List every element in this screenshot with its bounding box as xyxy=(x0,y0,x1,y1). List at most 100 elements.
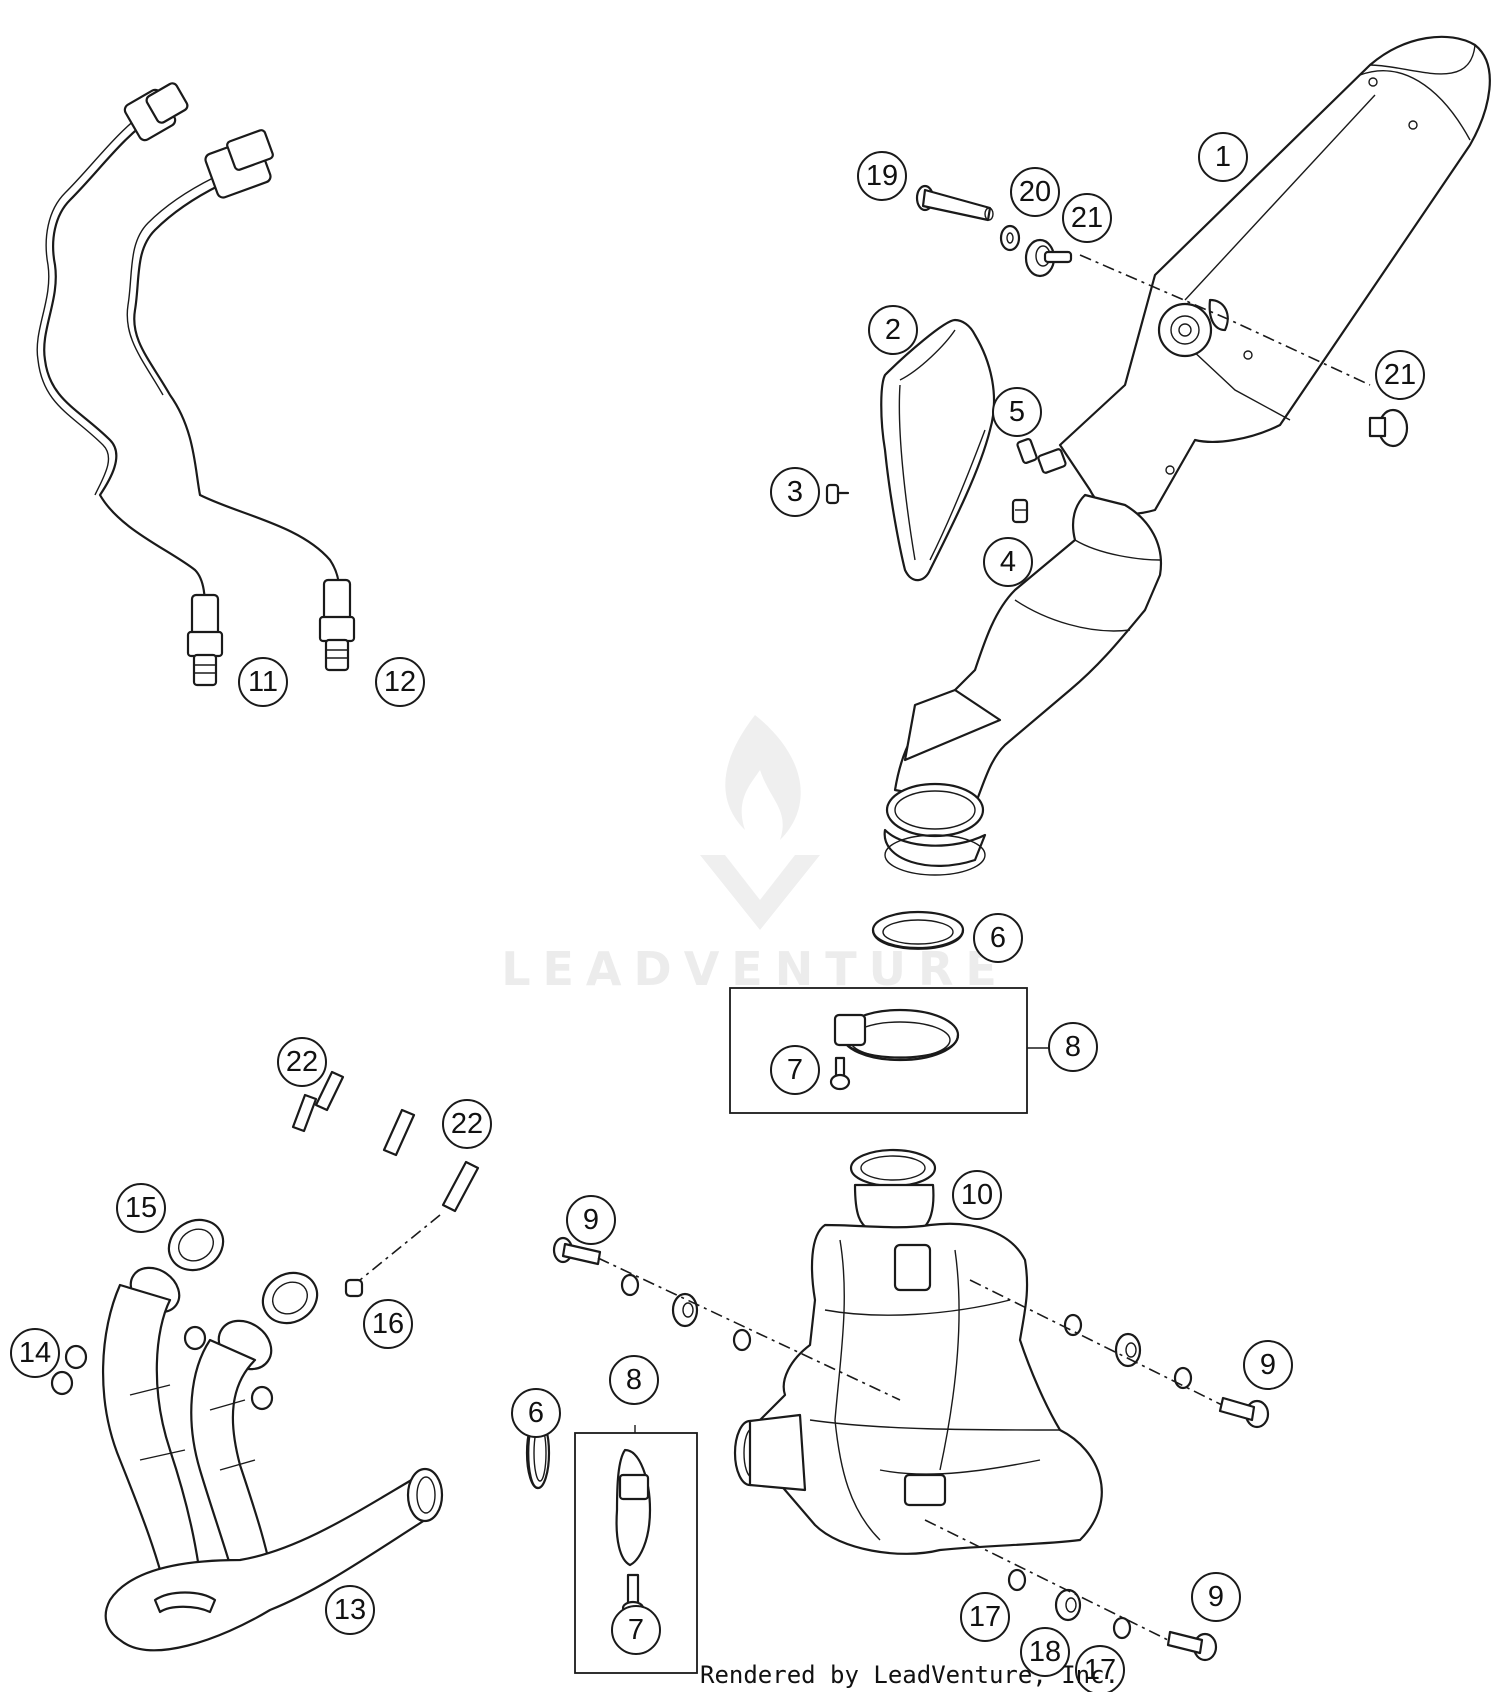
callout-19: 19 xyxy=(857,151,907,201)
svg-text:21: 21 xyxy=(1384,359,1416,391)
callout-11: 11 xyxy=(238,657,288,707)
callout-6-lower: 6 xyxy=(511,1388,561,1438)
svg-text:13: 13 xyxy=(334,1594,366,1626)
mount-axis-bottom xyxy=(924,1519,1169,1641)
svg-text:7: 7 xyxy=(628,1614,644,1646)
callout-17-left: 17 xyxy=(960,1592,1010,1642)
bushing-21-right xyxy=(1368,408,1409,448)
svg-text:7: 7 xyxy=(787,1054,803,1086)
svg-text:1: 1 xyxy=(1215,141,1231,173)
svg-text:8: 8 xyxy=(626,1364,642,1396)
svg-text:17: 17 xyxy=(969,1601,1001,1633)
svg-text:12: 12 xyxy=(384,666,416,698)
callout-5: 5 xyxy=(992,387,1042,437)
svg-text:2: 2 xyxy=(885,314,901,346)
mount-axis-left xyxy=(597,1257,901,1401)
grommet-set-right xyxy=(1063,1313,1193,1390)
screw-7-upper xyxy=(829,1056,851,1091)
heat-shield-2 xyxy=(880,318,996,582)
oxygen-sensor-11 xyxy=(36,82,224,687)
svg-text:14: 14 xyxy=(19,1337,51,1369)
callout-22-upper: 22 xyxy=(277,1037,327,1087)
svg-text:6: 6 xyxy=(528,1397,544,1429)
svg-text:20: 20 xyxy=(1019,176,1051,208)
exhaust-manifold-13 xyxy=(102,1266,444,1652)
svg-text:19: 19 xyxy=(866,160,898,192)
watermark-v-logo-icon xyxy=(700,855,820,930)
silencer-1 xyxy=(883,35,1491,876)
grommet-17-18-bottom xyxy=(1007,1568,1132,1640)
clip-5 xyxy=(1016,438,1067,474)
gasket-15-second xyxy=(261,1271,319,1325)
svg-text:9: 9 xyxy=(1260,1349,1276,1381)
clamp-assembly-box-8-lower xyxy=(574,1432,698,1674)
nut-14 xyxy=(50,1325,274,1411)
washer-20 xyxy=(999,224,1021,252)
stud-22-b xyxy=(382,1108,416,1157)
callout-13: 13 xyxy=(325,1585,375,1635)
svg-text:4: 4 xyxy=(1000,546,1016,578)
callout-6-upper: 6 xyxy=(973,913,1023,963)
callout-10: 10 xyxy=(952,1170,1002,1220)
callout-16: 16 xyxy=(363,1299,413,1349)
clamp-8-upper xyxy=(833,1008,960,1062)
screw-19 xyxy=(915,184,994,222)
stud-22-c xyxy=(359,1160,480,1281)
svg-text:22: 22 xyxy=(286,1046,318,1078)
callout-12: 12 xyxy=(375,657,425,707)
callout-22-lower: 22 xyxy=(442,1099,492,1149)
mount-axis-right xyxy=(969,1279,1223,1406)
screw-3 xyxy=(825,483,850,505)
nut-16 xyxy=(344,1278,364,1298)
seal-ring-6-upper xyxy=(871,910,965,950)
callout-9-left: 9 xyxy=(566,1195,616,1245)
callout-9-bottom: 9 xyxy=(1191,1572,1241,1622)
callout-2: 2 xyxy=(868,305,918,355)
oxygen-sensor-12 xyxy=(126,129,356,672)
svg-text:9: 9 xyxy=(1208,1581,1224,1613)
svg-text:3: 3 xyxy=(787,476,803,508)
svg-text:16: 16 xyxy=(372,1308,404,1340)
callout-1: 1 xyxy=(1198,132,1248,182)
svg-text:15: 15 xyxy=(125,1192,157,1224)
svg-text:10: 10 xyxy=(961,1179,993,1211)
svg-text:18: 18 xyxy=(1029,1636,1061,1668)
clamp-assembly-box-8-upper xyxy=(729,987,1028,1114)
callout-4: 4 xyxy=(983,537,1033,587)
gasket-15 xyxy=(167,1218,225,1272)
callout-17-right: 17 xyxy=(1075,1645,1125,1692)
svg-text:22: 22 xyxy=(451,1108,483,1140)
svg-text:9: 9 xyxy=(583,1204,599,1236)
render-credit: Rendered by LeadVenture, Inc. xyxy=(700,1661,1119,1689)
watermark-flame-icon xyxy=(725,715,801,840)
pre-silencer-10 xyxy=(733,1148,1103,1555)
svg-text:21: 21 xyxy=(1071,202,1103,234)
leadventure-watermark: LEADVENTURE xyxy=(501,715,1009,996)
callout-21-top: 21 xyxy=(1062,193,1112,243)
clamp-8-lower xyxy=(615,1448,652,1567)
grommet-set-left xyxy=(620,1273,752,1352)
callout-3: 3 xyxy=(770,467,820,517)
callout-18: 18 xyxy=(1020,1627,1070,1677)
callout-8-lower: 8 xyxy=(609,1355,659,1405)
bolt-9-bottom xyxy=(1166,1630,1218,1662)
svg-text:17: 17 xyxy=(1084,1654,1116,1686)
callout-21-right: 21 xyxy=(1375,350,1425,400)
watermark-text: LEADVENTURE xyxy=(501,942,1009,996)
callout-7-lower: 7 xyxy=(611,1605,661,1655)
svg-text:5: 5 xyxy=(1009,396,1025,428)
callout-20: 20 xyxy=(1010,167,1060,217)
stud-22-a xyxy=(291,1070,345,1133)
callout-14: 14 xyxy=(10,1328,60,1378)
callout-7-upper: 7 xyxy=(770,1045,820,1095)
svg-text:6: 6 xyxy=(990,922,1006,954)
bushing-21-top xyxy=(1024,238,1073,278)
callout-9-right: 9 xyxy=(1243,1340,1293,1390)
callout-15: 15 xyxy=(116,1183,166,1233)
svg-text:11: 11 xyxy=(248,666,278,698)
callout-8-upper: 8 xyxy=(1048,1022,1098,1072)
bolt-9-right xyxy=(1218,1396,1270,1429)
bolt-9-left xyxy=(552,1236,602,1266)
clip-4 xyxy=(1011,498,1029,524)
